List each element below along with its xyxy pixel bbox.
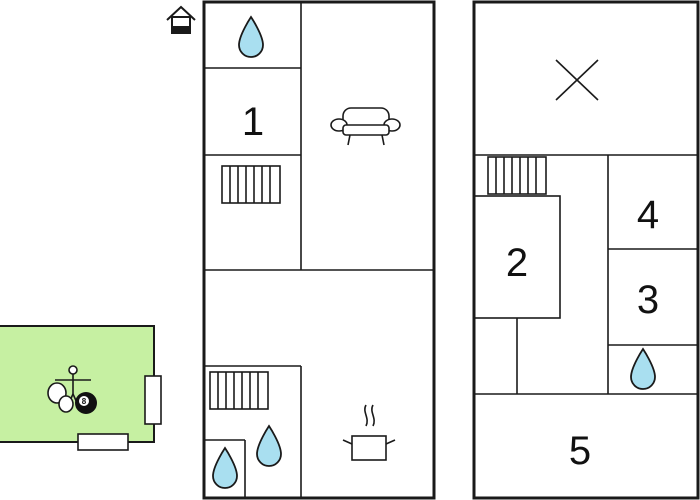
room-1-label: 1 (242, 100, 264, 144)
billiard-ball-number: 8 (82, 397, 87, 406)
upper-floor (472, 0, 700, 500)
water-drop-icon (630, 348, 656, 390)
water-drop-icon (238, 16, 264, 58)
room-3-label: 3 (637, 278, 659, 322)
cooking-pot-icon (342, 404, 396, 461)
entrance-house-icon (166, 5, 196, 34)
water-drop-icon (212, 447, 238, 489)
water-drop-icon (256, 425, 282, 467)
room-2-label: 2 (506, 241, 528, 285)
bench-icon (144, 375, 162, 425)
billiard-ball-icon: 8 (75, 392, 97, 414)
room-5-label: 5 (569, 429, 591, 473)
ground-floor (202, 0, 436, 500)
void-cross-icon (555, 59, 599, 101)
stairs-icon (209, 371, 269, 410)
room-4-label: 4 (637, 193, 659, 237)
stairs-icon (221, 165, 281, 204)
table-tennis-icon (47, 382, 74, 413)
ground-floor-outline (202, 0, 436, 500)
outdoor-games-area (0, 325, 162, 451)
sofa-icon (330, 107, 401, 146)
bench-icon (77, 433, 129, 451)
stairs-icon (487, 156, 547, 195)
